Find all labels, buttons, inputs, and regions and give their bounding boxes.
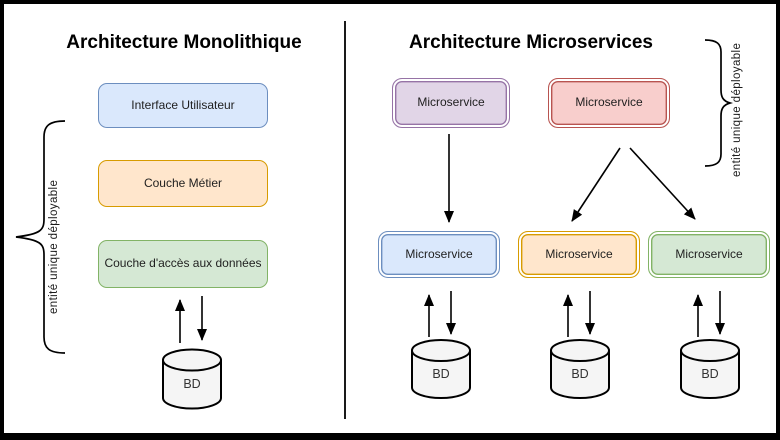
layer-label: Interface Utilisateur <box>131 97 235 112</box>
microservice-label: Microservice <box>417 95 485 110</box>
layer-box-interface: Interface Utilisateur <box>98 83 268 128</box>
updown-arrows-service1-db <box>424 291 456 337</box>
connectors-overlay <box>175 134 725 343</box>
layer-label: Couche d'accès aux données <box>104 256 262 271</box>
microservice-box-orange: Microservice <box>518 231 640 278</box>
updown-arrows-service3-db <box>693 291 725 337</box>
database-label: BD <box>571 367 588 381</box>
microservice-label: Microservice <box>675 246 743 261</box>
microservice-box-purple: Microservice <box>392 78 510 128</box>
database-cylinder-service1: BD <box>411 339 471 399</box>
layer-label: Couche Métier <box>143 175 223 190</box>
layer-box-metier: Couche Métier <box>98 160 268 207</box>
microservice-box-blue: Microservice <box>378 231 500 278</box>
microservice-label: Microservice <box>545 246 613 261</box>
database-cylinder-monolith: BD <box>162 348 222 410</box>
right-brace-label: entité unique déployable <box>731 42 743 177</box>
updown-arrows-service2-db <box>563 291 595 337</box>
layer-box-acces-donnees: Couche d'accès aux données <box>98 240 268 288</box>
microservice-label: Microservice <box>405 246 473 261</box>
brace-left-icon <box>15 120 66 354</box>
database-label: BD <box>432 367 449 381</box>
database-label: BD <box>701 367 718 381</box>
microservice-box-green: Microservice <box>648 231 770 278</box>
arrow-red-to-orange <box>571 147 621 222</box>
microservice-label: Microservice <box>575 95 643 110</box>
database-label: BD <box>183 377 200 391</box>
brace-right-icon <box>704 39 733 167</box>
updown-arrows-monolith-db <box>175 296 207 343</box>
panel-divider <box>344 21 346 419</box>
database-cylinder-service3: BD <box>680 339 740 399</box>
microservice-box-red: Microservice <box>548 78 670 128</box>
arrow-red-to-green <box>629 147 696 220</box>
left-panel-title: Architecture Monolithique <box>66 32 302 53</box>
left-brace-label: entité unique déployable <box>48 179 60 314</box>
database-cylinder-service2: BD <box>550 339 610 399</box>
right-panel-title: Architecture Microservices <box>409 32 653 53</box>
